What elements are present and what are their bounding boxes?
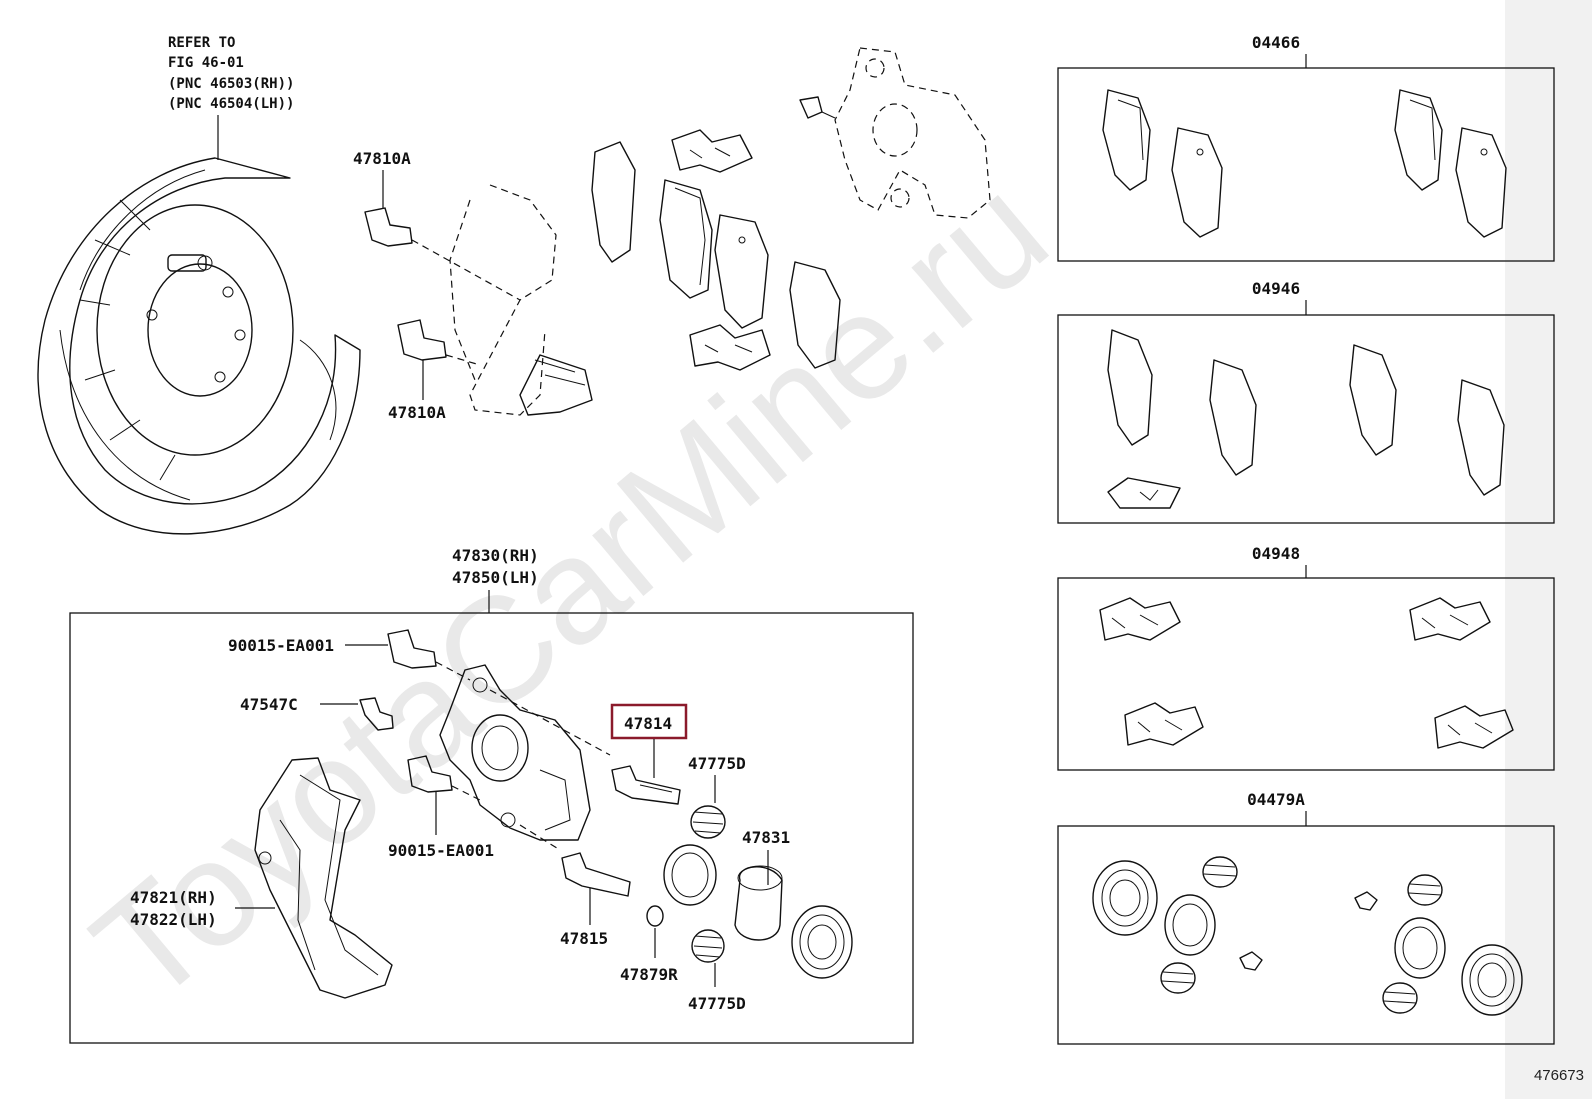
kit-04479A: 04479A [1057, 790, 1555, 1045]
caliper-assembly-group: 47830(RH) 47850(LH) 90015-EA001 47547C 9… [69, 546, 914, 1044]
reference-note-line-4: (PNC 46504(LH)) [168, 96, 294, 112]
label-47831: 47831 [742, 828, 790, 847]
kit-04948-box [1057, 577, 1555, 771]
caliper-assembly-box [69, 612, 914, 1044]
kit-04479A-box [1057, 825, 1555, 1045]
dust-shield-drawing [37, 157, 361, 535]
label-47810A-upper: 47810A [353, 149, 411, 168]
label-47775D-lower: 47775D [688, 994, 746, 1013]
label-90015-EA001-top: 90015-EA001 [228, 636, 334, 655]
label-47850-lh: 47850(LH) [452, 568, 539, 587]
kit-04946: 04946 [1057, 279, 1555, 524]
reference-note-line-2: FIG 46-01 [168, 55, 244, 71]
kit-04466-label[interactable]: 04466 [1252, 33, 1300, 52]
kit-04948: 04948 [1057, 544, 1555, 771]
kit-04466-box [1057, 67, 1555, 262]
label-47547C: 47547C [240, 695, 298, 714]
kit-04466: 04466 [1057, 33, 1555, 262]
label-47830-rh: 47830(RH) [452, 546, 539, 565]
reference-note-line-1: REFER TO [168, 35, 235, 51]
label-47775D-upper: 47775D [688, 754, 746, 773]
highlight-box-47814 [610, 703, 688, 740]
label-47879R: 47879R [620, 965, 678, 984]
reference-note: REFER TO FIG 46-01 (PNC 46503(RH)) (PNC … [168, 35, 294, 160]
label-90015-EA001-mid: 90015-EA001 [388, 841, 494, 860]
kit-04946-box [1057, 314, 1555, 524]
label-47815: 47815 [560, 929, 608, 948]
diagram-number: 476673 [1534, 1067, 1584, 1084]
kit-04946-label[interactable]: 04946 [1252, 279, 1300, 298]
kit-04479A-label[interactable]: 04479A [1247, 790, 1305, 809]
label-47821-rh: 47821(RH) [130, 888, 217, 907]
upper-assembly-drawing: 47810A 47810A [353, 47, 991, 422]
kit-04948-label[interactable]: 04948 [1252, 544, 1300, 563]
label-47822-lh: 47822(LH) [130, 910, 217, 929]
label-47810A-lower: 47810A [388, 403, 446, 422]
reference-note-line-3: (PNC 46503(RH)) [168, 76, 294, 92]
side-strip [1505, 0, 1592, 1099]
label-47814[interactable]: 47814 [624, 714, 672, 733]
